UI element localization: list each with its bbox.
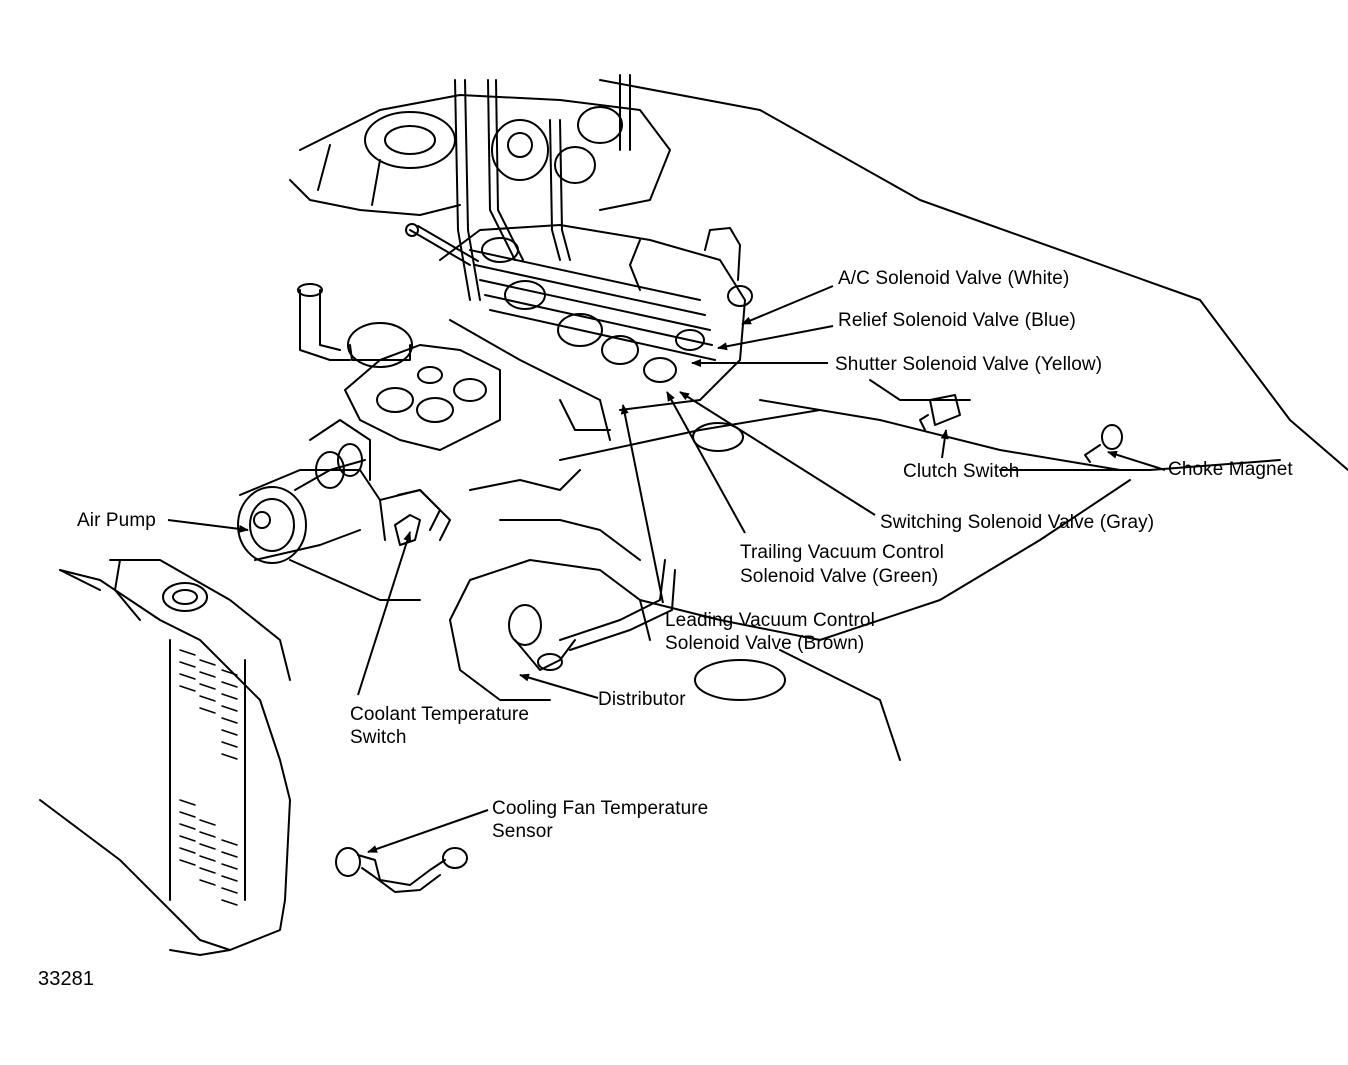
switching-solenoid-label: Switching Solenoid Valve (Gray): [880, 512, 1155, 533]
fender-well: [379, 422, 786, 701]
air-pump-assembly: [237, 419, 421, 601]
fan-sensor-label-line2: Sensor: [492, 821, 553, 842]
radiator-fins: [179, 649, 238, 906]
leader-switching: [679, 391, 876, 516]
leading-solenoid-label-line2: Solenoid Valve (Brown): [665, 633, 865, 654]
relief-solenoid-label: Relief Solenoid Valve (Blue): [838, 310, 1076, 331]
shutter-solenoid-label: Shutter Solenoid Valve (Yellow): [835, 354, 1103, 375]
choke-magnet-label: Choke Magnet: [1168, 459, 1293, 480]
leader-relief: [717, 325, 834, 351]
clutch-switch: [919, 394, 961, 431]
leader-lines: [167, 285, 1166, 853]
trailing-solenoid-label-line2: Solenoid Valve (Green): [740, 566, 939, 587]
ac-solenoid-label: A/C Solenoid Valve (White): [838, 268, 1070, 289]
body-outline: [39, 79, 1348, 951]
radiator: [59, 559, 291, 956]
coolant-temp-switch: [394, 489, 441, 546]
leading-solenoid-label-line1: Leading Vacuum Control: [665, 610, 875, 631]
leader-coolant: [357, 531, 412, 696]
clutch-switch-label: Clutch Switch: [903, 461, 1020, 482]
fan-sensor-label-line1: Cooling Fan Temperature: [492, 798, 709, 819]
air-pump-label: Air Pump: [77, 510, 156, 531]
leader-ac: [741, 285, 834, 325]
trailing-solenoid-label-line1: Trailing Vacuum Control: [740, 542, 944, 563]
leader-choke: [1107, 450, 1166, 471]
solenoid-valve-bank: [405, 223, 753, 441]
coolant-switch-label-line2: Switch: [350, 727, 407, 748]
leader-distributor: [519, 673, 599, 699]
coolant-switch-label-line1: Coolant Temperature: [350, 704, 529, 725]
intake-manifold: [297, 283, 501, 451]
leader-clutch: [940, 429, 949, 459]
leader-air-pump: [167, 519, 249, 533]
figure-number: 33281: [38, 968, 95, 990]
distributor-label: Distributor: [598, 689, 686, 710]
choke-magnet: [1084, 424, 1123, 463]
distributor: [508, 559, 676, 671]
leader-fan: [367, 809, 489, 853]
leader-leading: [620, 404, 664, 604]
leader-trailing: [666, 391, 746, 534]
cooling-fan-sensor: [335, 847, 468, 893]
